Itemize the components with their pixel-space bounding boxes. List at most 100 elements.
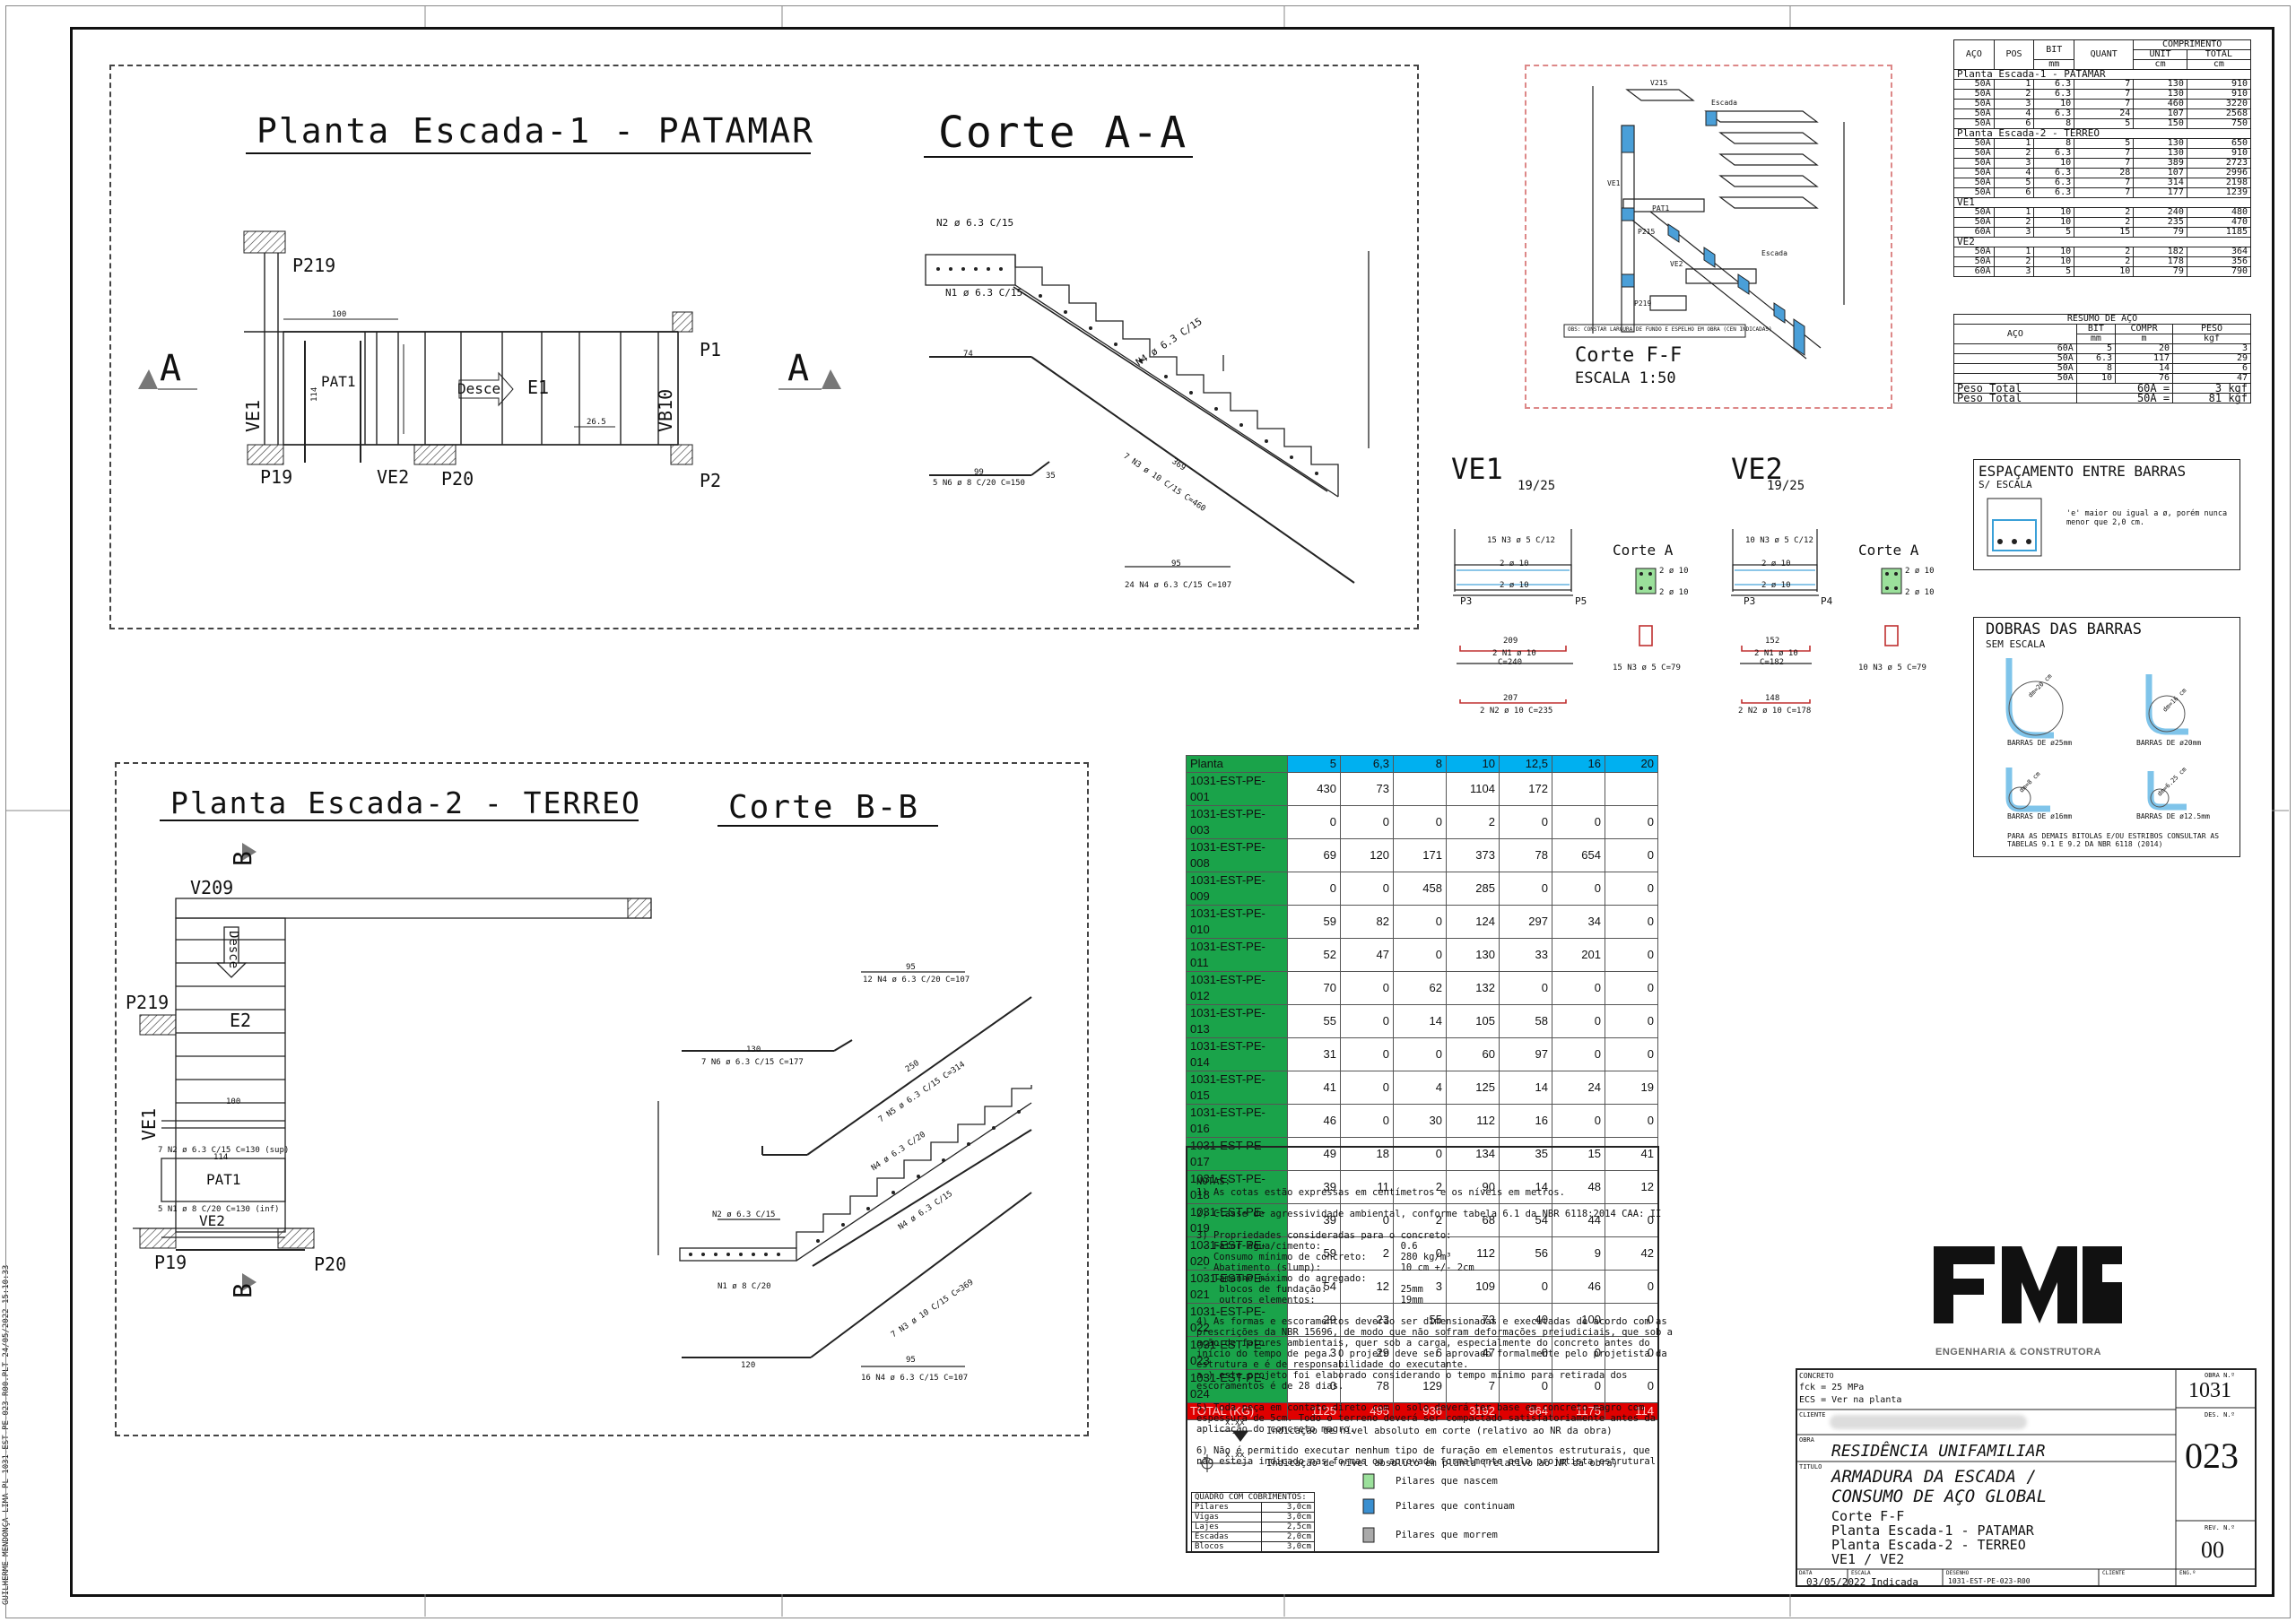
tb-data-label: DATA [1799,1570,1813,1576]
ff-label-ve2: VE2 [1670,260,1683,268]
legend2-symbol: x.xx [1225,1451,1245,1460]
resumo-cell: 5 [2075,343,2117,354]
qty-cell: 3 [1393,1270,1447,1304]
ve1-bar-top: 2 ø 10 [1500,559,1529,568]
resumo-total1-type: 60A = [2075,383,2174,394]
qty-row-label: 1031-EST-PE-017 [1186,1137,1288,1171]
qty-cell: 46 [1552,1270,1605,1304]
qty-cell: 12 [1605,1170,1658,1204]
corte-bb-n4e: 16 N4 ø 6.3 C/15 C=107 [861,1374,969,1383]
qty-cell: 373 [1446,838,1500,872]
qty-cell: 0 [1605,872,1658,906]
steel-cell: 5 [2033,266,2075,277]
ve2-corte-a: Corte A [1858,542,1919,559]
ve1-d209: 209 [1503,637,1518,646]
viewport-corte-ff [1525,65,1892,409]
ff-label-escada-1: Escada [1711,99,1737,107]
tb-rev: 00 [2201,1537,2224,1563]
qty-cell: 0 [1605,805,1658,839]
qty-cell: 430 [1287,772,1341,806]
qty-cell: 0 [1605,905,1658,939]
corte-bb-d130: 130 [746,1045,761,1054]
qty-cell: 55 [1393,1303,1447,1337]
ve1-c240: C=240 [1498,658,1523,667]
planta2-title-underline [160,820,639,821]
tb-titulo-label: TITULO [1799,1463,1822,1470]
qty-cell: 11 [1340,1170,1394,1204]
tb-eng-label: ENG.º [2179,1570,2196,1576]
qty-cell: 0 [1605,838,1658,872]
qty-cell: 41 [1287,1071,1341,1105]
espacamento-box [1973,459,2240,570]
qty-cell: 47 [1340,938,1394,972]
tb-titulo1: ARMADURA DA ESCADA / [1831,1467,2037,1487]
qty-cell: 0 [1393,1137,1447,1171]
tb-ecs: ECS = Ver na planta [1799,1395,1902,1405]
dobras-b1: BARRAS DE ø25mm [2007,739,2073,747]
ve1-n1: 2 N1 ø 10 [1492,649,1536,658]
qty-cell: 3 [1287,1336,1341,1370]
qty-cell: 47 [1446,1336,1500,1370]
planta1-section-a-right: A [787,348,810,389]
qty-cell: 30 [1393,1104,1447,1138]
qty-cell [1393,772,1447,806]
pillar-p1: P1 [700,339,722,360]
qty-cell: 171 [1393,838,1447,872]
corte-bb-n4a: 12 N4 ø 6.3 C/20 C=107 [863,976,970,984]
qty-cell: 54 [1287,1270,1341,1304]
tb-desenho-label: DESENHO [1946,1570,1970,1576]
qty-cell: 0 [1605,971,1658,1005]
qty-total-cell: 964 [1499,1402,1552,1420]
ve1-section: 19/25 [1518,479,1556,493]
ff-label-escada-2: Escada [1761,249,1787,257]
pillar-p2: P2 [700,470,722,491]
qty-row-label: 1031-EST-PE-013 [1186,1004,1288,1038]
ff-label-pat1: PAT1 [1652,204,1670,213]
steel-cell: 790 [2186,266,2252,277]
steel-cell: 10 [2074,266,2135,277]
ve1-stirrups: 15 N3 ø 5 C/12 [1487,536,1555,545]
qty-cell: 0 [1605,1203,1658,1237]
dobras-b4: BARRAS DE ø12.5mm [2136,812,2210,820]
qty-cell: 14 [1499,1071,1552,1105]
qty-cell [1605,772,1658,806]
planta1-desce: Desce [457,380,501,397]
qty-cell: 0 [1552,1336,1605,1370]
qty-cell: 0 [1499,1270,1552,1304]
dobras-title: DOBRAS DAS BARRAS [1986,620,2142,638]
qty-cell: 42 [1605,1236,1658,1271]
planta2-n2: 7 N2 ø 6.3 C/15 C=130 (sup) [158,1146,290,1155]
qty-cell: 105 [1446,1004,1500,1038]
tb-des-n-label: DES. N.º [2205,1411,2235,1418]
qty-cell: 18 [1340,1137,1394,1171]
qty-cell: 285 [1446,872,1500,906]
corte-aa-n6: 5 N6 ø 8 C/20 C=150 [933,479,1025,488]
qty-row-label: 1031-EST-PE-019 [1186,1203,1288,1237]
ve2-title: VE2 [1731,452,1783,486]
ff-label-ve1: VE1 [1607,179,1621,187]
ve1-corte-bar1: 2 ø 10 [1659,567,1689,576]
corte-ff-scale: ESCALA 1:50 [1575,369,1676,387]
qty-cell: 0 [1605,1037,1658,1071]
cobrimento-cell: Blocos [1191,1541,1262,1552]
corte-aa-d35: 35 [1046,472,1056,481]
resumo-total2-type: 50A = [2075,393,2174,403]
qty-row-label: 1031-EST-PE-015 [1186,1071,1288,1105]
qty-cell: 172 [1499,772,1552,806]
qty-cell: 132 [1446,971,1500,1005]
qty-total-cell: 495 [1340,1402,1394,1420]
qty-cell: 78 [1340,1369,1394,1403]
